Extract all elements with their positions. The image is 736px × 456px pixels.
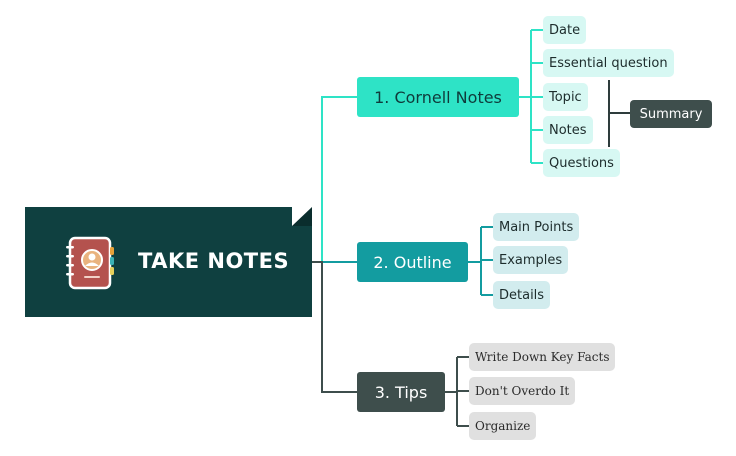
branch-tips[interactable]: 3. Tips xyxy=(357,372,445,412)
leaf-dont-overdo-it[interactable]: Don't Overdo It xyxy=(469,377,576,405)
leaf-notes[interactable]: Notes xyxy=(543,116,593,144)
leaf-details[interactable]: Details xyxy=(493,281,551,309)
leaf-essential-question[interactable]: Essential question xyxy=(543,49,674,77)
branch-cornell-notes[interactable]: 1. Cornell Notes xyxy=(357,77,519,117)
leaf-write-down-key-facts[interactable]: Write Down Key Facts xyxy=(469,343,616,371)
leaf-questions[interactable]: Questions xyxy=(543,149,620,177)
leaf-examples[interactable]: Examples xyxy=(493,246,569,274)
leaf-topic[interactable]: Topic xyxy=(543,83,588,111)
root-corner-fold xyxy=(292,207,312,226)
branch-outline[interactable]: 2. Outline xyxy=(357,242,468,282)
leaf-main-points[interactable]: Main Points xyxy=(493,213,580,241)
root-title: TAKE NOTES xyxy=(138,249,290,273)
summary-node[interactable]: Summary xyxy=(630,100,712,128)
leaf-date[interactable]: Date xyxy=(543,16,587,44)
notebook-icon xyxy=(66,236,114,290)
leaf-organize[interactable]: Organize xyxy=(469,412,537,440)
